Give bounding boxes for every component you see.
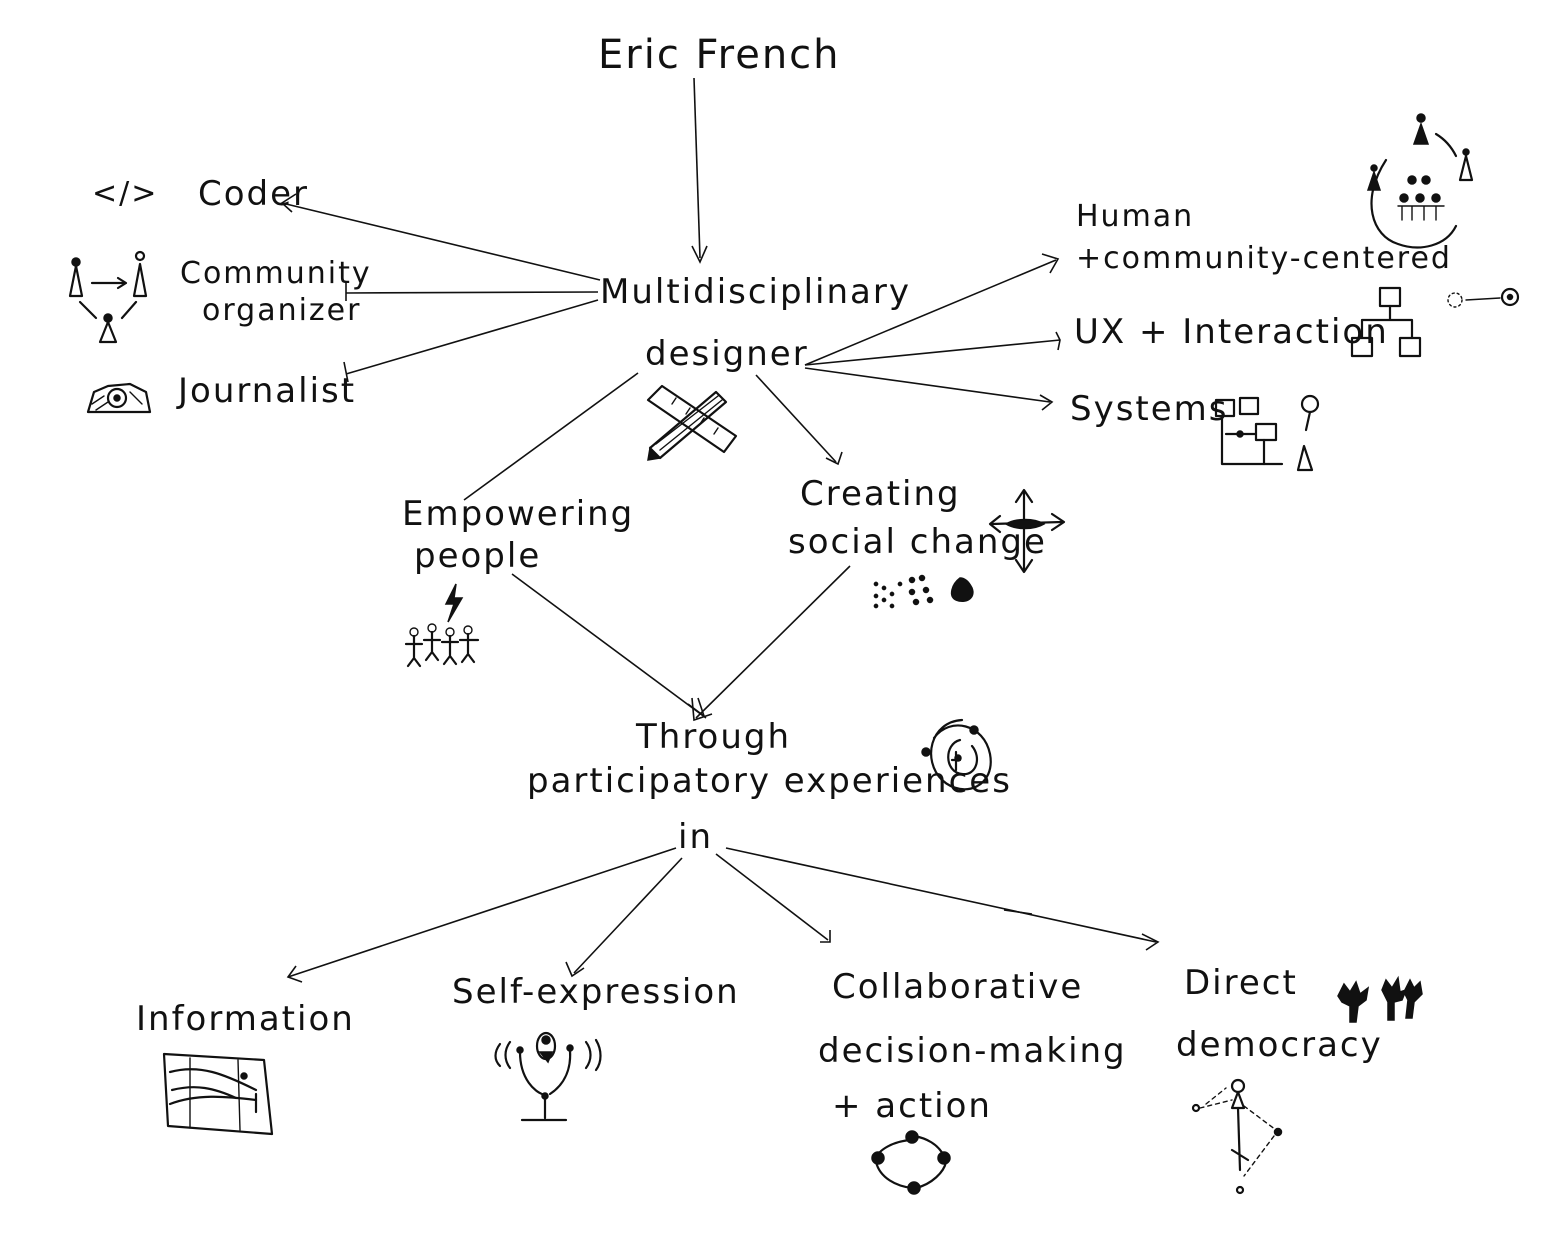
arrow-method-to-self-expression — [565, 857, 683, 978]
collaboration-cycle-icon — [871, 1130, 951, 1195]
microphone-icon — [494, 1031, 602, 1122]
pencil-ruler-icon — [646, 384, 738, 461]
method-line2: participatory experiences — [527, 761, 1012, 801]
outcome-collab-line1: Collaborative — [832, 967, 1083, 1007]
arrow-designer-to-coder — [280, 193, 601, 281]
raised-hands-icon — [1337, 975, 1423, 1023]
arrow-empowering-to-method — [511, 573, 707, 719]
hierarchy-icon — [1350, 286, 1520, 358]
arrow-method-to-information — [286, 847, 677, 983]
outcome-collab-line2: decision-making — [818, 1031, 1127, 1071]
outcome-information: Information — [136, 999, 355, 1039]
role-organizer-line1: Community — [180, 256, 372, 291]
arrow-designer-to-human — [804, 253, 1060, 366]
role-coder: Coder — [198, 174, 309, 214]
goal-empowering-line1: Empowering — [402, 494, 634, 534]
arrow-author-to-designer — [691, 77, 708, 264]
arrow-designer-to-empowering — [463, 372, 639, 501]
outcome-democracy-line2: democracy — [1176, 1025, 1383, 1065]
outcome-democracy-line1: Direct — [1184, 963, 1298, 1003]
code-icon: </> — [92, 176, 158, 211]
arrow-designer-to-journalist — [343, 299, 599, 383]
author-name: Eric French — [598, 32, 841, 78]
systems-icon — [1214, 394, 1320, 472]
role-organizer-line2: organizer — [202, 293, 361, 328]
participation-spiral-icon — [921, 718, 992, 791]
outcome-collab-line3: + action — [832, 1086, 992, 1126]
area-systems: Systems — [1070, 389, 1229, 429]
center-label-line2: designer — [645, 334, 809, 374]
camera-icon — [86, 382, 152, 414]
arrow-method-to-collab — [715, 853, 831, 943]
role-journalist: Journalist — [176, 371, 356, 411]
area-human-line1: Human — [1076, 199, 1194, 234]
goal-empowering-line2: people — [414, 536, 541, 576]
arrow-designer-to-organizer — [345, 281, 599, 301]
method-line3: in — [678, 817, 713, 857]
center-label-line1: Multidisciplinary — [600, 272, 911, 312]
area-ux: UX + Interaction — [1074, 312, 1389, 352]
community-circle-icon — [1366, 113, 1474, 249]
outcome-self-expression: Self-expression — [452, 972, 740, 1012]
social-change-icon — [873, 488, 1066, 609]
network-icon — [1191, 1078, 1283, 1195]
arrow-designer-to-systems — [804, 367, 1054, 411]
arrow-designer-to-change — [755, 374, 843, 466]
arrow-change-to-method — [691, 565, 851, 722]
community-people-icon — [68, 250, 148, 344]
goal-change-line1: Creating — [800, 474, 961, 514]
goal-change-line2: social change — [788, 522, 1047, 562]
arrow-method-to-democracy — [725, 847, 1160, 951]
area-human-line2: +community-centered — [1076, 241, 1452, 276]
arrow-designer-to-ux — [804, 331, 1061, 366]
empowering-crowd-icon — [404, 583, 480, 668]
method-line1: Through — [635, 717, 791, 757]
information-map-icon — [162, 1052, 274, 1136]
